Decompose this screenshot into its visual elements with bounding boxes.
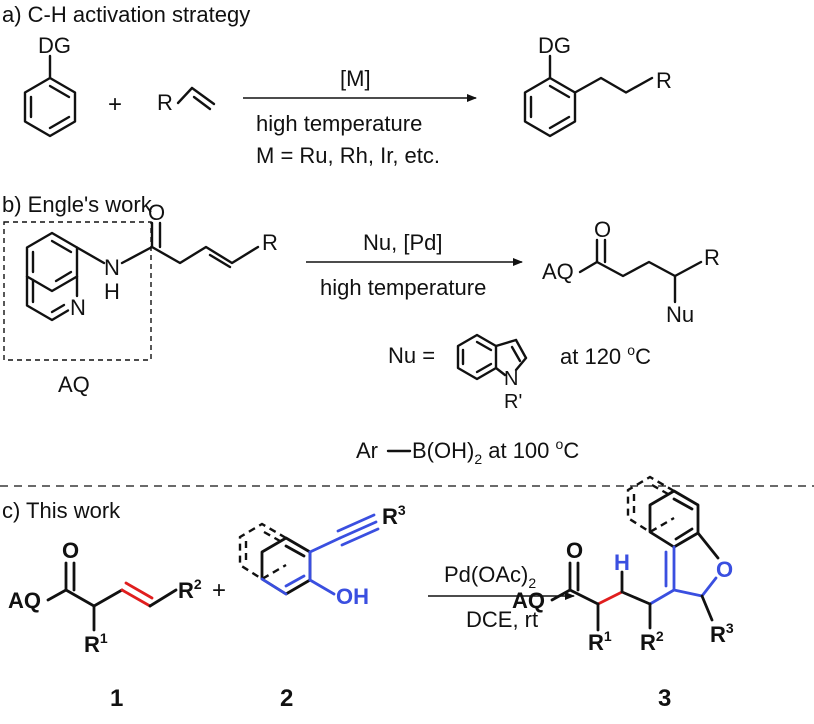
arrow-a: [M] high temperature M = Ru, Rh, Ir, etc… [243, 66, 477, 168]
section-b-title: b) Engle's work [2, 192, 153, 217]
product-b-o: O [594, 217, 611, 242]
nu-equals: Nu = [388, 343, 435, 368]
compound-label-2: 2 [280, 685, 293, 712]
boronic-ar: Ar [356, 438, 378, 463]
aq-label: AQ [58, 372, 90, 397]
condition-b-below: high temperature [320, 275, 486, 300]
section-b: b) Engle's work N AQ N H O [2, 192, 720, 467]
c3-r2: R2 [640, 628, 664, 655]
section-a: a) C-H activation strategy DG + R [M] hi… [2, 2, 672, 168]
c3-aq: AQ [512, 588, 545, 613]
plus-c: + [212, 577, 226, 604]
product-r-label: R [656, 68, 672, 93]
arrow-b: Nu, [Pd] high temperature [306, 230, 523, 300]
alkene-b-r-label: R [262, 230, 278, 255]
amide-o-label: O [148, 200, 165, 225]
aq-dashed-box [3, 221, 152, 361]
plus-a: + [108, 91, 122, 118]
section-a-title: a) C-H activation strategy [2, 2, 250, 27]
compound-2: OH R3 [238, 502, 406, 609]
quinoline-n-label: N [70, 295, 86, 320]
condition-c-below: DCE, rt [466, 607, 538, 632]
indole-n-label: N [504, 368, 518, 390]
c1-aq: AQ [8, 588, 41, 613]
quinoline: N [25, 231, 106, 322]
condition-a-below-2: M = Ru, Rh, Ir, etc. [256, 143, 440, 168]
compound-label-3: 3 [658, 685, 671, 712]
compound-3: O R3 R2 H R1 O AQ [512, 475, 734, 655]
c3-furan-o: O [716, 557, 733, 582]
boronic-formula: B(OH)2 at 100 oC [412, 436, 579, 467]
c1-r2: R2 [178, 576, 202, 603]
indole-r-label: R' [504, 391, 522, 413]
c2-oh: OH [336, 584, 369, 609]
c1-o: O [62, 538, 79, 563]
alkene-a: R [157, 86, 216, 115]
c2-r3: R3 [382, 502, 406, 529]
c3-o: O [566, 538, 583, 563]
alkene-r-label: R [157, 90, 173, 115]
amide-n-label: N [104, 255, 120, 280]
c3-r3: R3 [710, 620, 734, 647]
amide-chain: N H O R [104, 200, 278, 304]
section-c: c) This work AQ O R1 R2 + [2, 475, 734, 712]
condition-a-below-1: high temperature [256, 111, 422, 136]
c3-r1: R1 [588, 628, 612, 655]
compound-1: AQ O R1 R2 [8, 538, 202, 657]
amide-h-label: H [104, 279, 120, 304]
product-b: AQ O R Nu [542, 217, 720, 327]
condition-a-above: [M] [340, 66, 371, 91]
compound-label-1: 1 [110, 685, 123, 712]
product-b-nu: Nu [666, 302, 694, 327]
arene-product: DG R [523, 33, 672, 138]
product-b-r: R [704, 245, 720, 270]
dg-label-product: DG [538, 33, 571, 58]
arene-start: DG [23, 33, 77, 138]
dg-label-start: DG [38, 33, 71, 58]
indole: N R' [456, 333, 528, 413]
condition-c-above: Pd(OAc)2 [444, 562, 536, 591]
c3-h: H [614, 550, 630, 575]
indole-temp: at 120 oC [560, 342, 651, 369]
product-b-aq: AQ [542, 259, 574, 284]
condition-b-above: Nu, [Pd] [363, 230, 442, 255]
section-c-title: c) This work [2, 498, 121, 523]
boronic-acid: Ar B(OH)2 at 100 oC [356, 436, 579, 467]
c1-r1: R1 [84, 630, 108, 657]
arrow-c: Pd(OAc)2 DCE, rt [428, 562, 575, 632]
